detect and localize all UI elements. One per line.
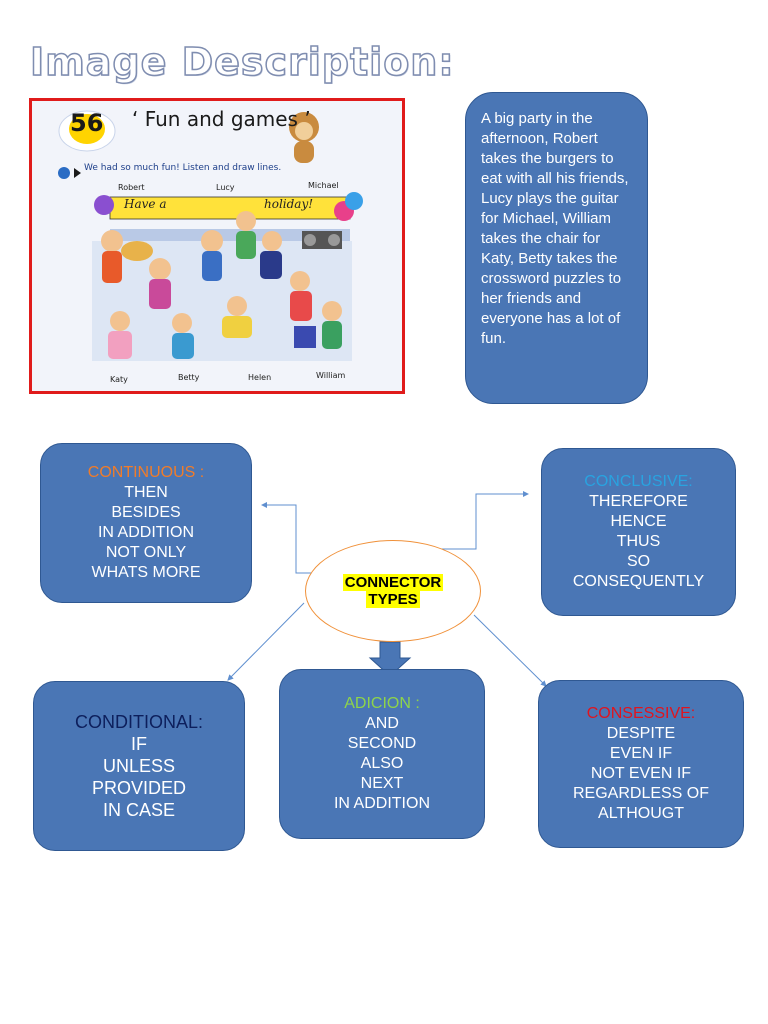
consessive-item: DESPITE bbox=[606, 725, 676, 742]
conclusive-label: CONCLUSIVE: bbox=[584, 473, 693, 490]
conclusive-item: HENCE bbox=[610, 513, 667, 530]
adicion-item: IN ADDITION bbox=[333, 795, 430, 812]
line-to-consessive bbox=[473, 614, 547, 687]
conditional-item: IN CASE bbox=[102, 800, 176, 820]
consessive-item: REGARDLESS OF bbox=[572, 785, 710, 802]
adicion-box: ADICION : AND SECOND ALSO NEXT IN ADDITI… bbox=[279, 669, 485, 839]
conditional-box: CONDITIONAL: IF UNLESS PROVIDED IN CASE bbox=[33, 681, 245, 851]
name-william: William bbox=[316, 371, 346, 380]
party-scene-drawing bbox=[32, 101, 402, 391]
adicion-label: ADICION : bbox=[344, 695, 420, 712]
conclusive-item: SO bbox=[626, 553, 651, 570]
conditional-item: IF bbox=[131, 734, 147, 754]
continuous-item: WHATS MORE bbox=[91, 564, 201, 581]
unit-title: ‘ Fun and games ’ bbox=[132, 107, 311, 131]
consessive-item: NOT EVEN IF bbox=[590, 765, 692, 782]
conclusive-item: CONSEQUENTLY bbox=[572, 573, 705, 590]
consessive-label: CONSESSIVE: bbox=[586, 705, 696, 722]
continuous-label: CONTINUOUS : bbox=[87, 464, 205, 481]
consessive-item: EVEN IF bbox=[609, 745, 673, 762]
banner-text-right: holiday! bbox=[264, 197, 314, 211]
instruction-text: We had so much fun! Listen and draw line… bbox=[84, 163, 282, 173]
continuous-item: IN ADDITION bbox=[97, 524, 194, 541]
line-to-conditional bbox=[227, 602, 305, 681]
consessive-item: ALTHOUGT bbox=[598, 805, 684, 822]
name-katy: Katy bbox=[110, 375, 128, 384]
name-michael: Michael bbox=[308, 181, 339, 190]
name-betty: Betty bbox=[178, 373, 200, 382]
conditional-item: UNLESS bbox=[102, 756, 176, 776]
name-robert: Robert bbox=[118, 183, 145, 192]
description-box: A big party in the afternoon, Robert tak… bbox=[465, 92, 648, 404]
continuous-item: NOT ONLY bbox=[105, 544, 187, 561]
banner-text-left: Have a bbox=[124, 197, 167, 211]
conclusive-box: CONCLUSIVE: THEREFORE HENCE THUS SO CONS… bbox=[541, 448, 736, 616]
line-to-conclusive bbox=[422, 491, 529, 550]
name-helen: Helen bbox=[248, 373, 272, 382]
page-title: Image Description: bbox=[29, 39, 455, 85]
conclusive-item: THEREFORE bbox=[589, 493, 688, 510]
conditional-item: PROVIDED bbox=[91, 778, 187, 798]
adicion-item: ALSO bbox=[360, 755, 404, 772]
center-line-1: CONNECTOR bbox=[342, 574, 444, 591]
consessive-box: CONSESSIVE: DESPITE EVEN IF NOT EVEN IF … bbox=[538, 680, 744, 848]
conditional-label: CONDITIONAL: bbox=[74, 712, 203, 732]
continuous-item: THEN bbox=[124, 484, 168, 501]
down-arrow-icon bbox=[368, 641, 412, 677]
conclusive-item: THUS bbox=[616, 533, 661, 550]
adicion-item: AND bbox=[365, 715, 399, 732]
adicion-item: NEXT bbox=[360, 775, 404, 792]
connector-types-node: CONNECTOR TYPES bbox=[305, 540, 481, 642]
center-line-2: TYPES bbox=[366, 591, 420, 608]
name-lucy: Lucy bbox=[216, 183, 235, 192]
continuous-box: CONTINUOUS : THEN BESIDES IN ADDITION NO… bbox=[40, 443, 252, 603]
continuous-item: BESIDES bbox=[111, 504, 181, 521]
fun-and-games-illustration: 56 ‘ Fun and games ’ We had so much fun!… bbox=[29, 98, 405, 394]
unit-number: 56 bbox=[70, 109, 104, 137]
adicion-item: SECOND bbox=[347, 735, 417, 752]
